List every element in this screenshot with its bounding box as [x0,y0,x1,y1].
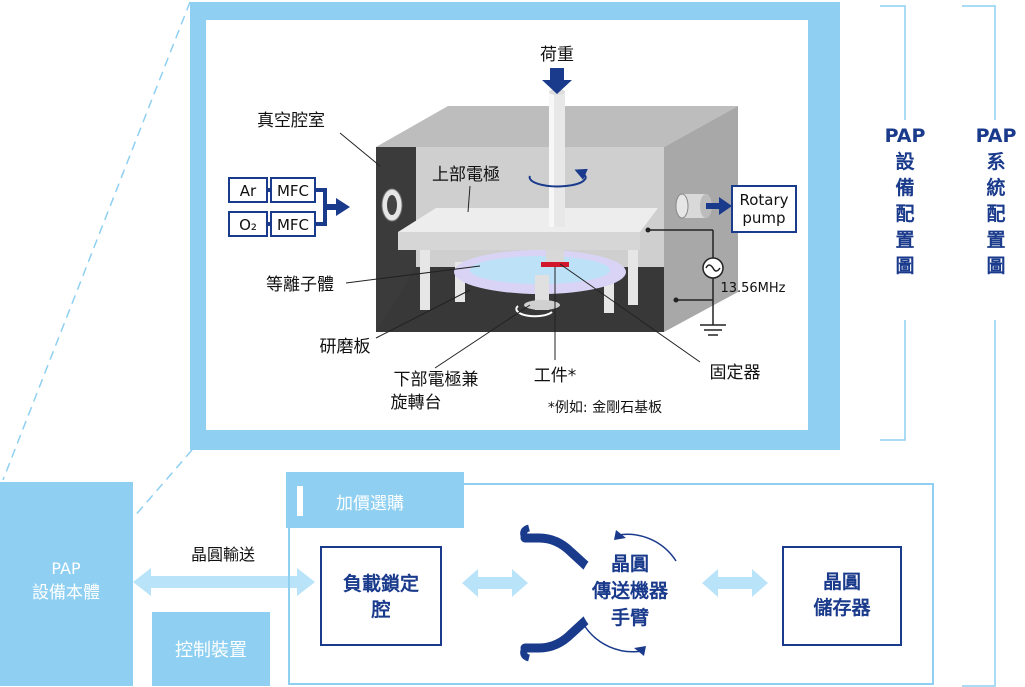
label-workpiece-note: *例如: 金剛石基板 [548,399,662,416]
label-holder: 固定器 [710,363,761,383]
label-pump-2: pump [742,209,785,227]
label-vacuum-chamber: 真空腔室 [257,111,325,131]
label-wafer-transfer: 晶圓輸送 [191,545,255,564]
equipment-bracket-label-bg [886,120,924,320]
label-option: 加價選購 [336,494,404,514]
main-unit-line2: 設備本體 [32,583,100,603]
arrow-robot-storage [702,569,768,597]
robot-line1: 晶圓 [611,553,649,575]
leader-lines [339,132,701,369]
vacuum-chamber-drawing [376,68,738,332]
robot-line3: 手臂 [611,606,649,629]
wafer-storage-box[interactable] [782,546,902,646]
arrow-loadlock-robot [462,569,528,597]
label-gas-ar: Ar [240,182,257,200]
label-gas-o2: O₂ [239,216,257,234]
gas-supply [228,177,350,237]
perspective-line-bottom [132,449,193,519]
label-workpiece: 工件* [534,366,577,386]
load-lock-box[interactable] [320,546,442,646]
label-load: 荷重 [540,45,574,65]
robot-line2: 傳送機器 [591,579,669,602]
label-control-device: 控制裝置 [175,640,247,661]
label-mfc-2: MFC [277,216,309,234]
option-frame [288,483,934,685]
rf-circuit [648,229,726,336]
main-unit-line1: PAP [51,559,81,578]
control-device-box [152,612,270,686]
electrode-contact-upper [645,227,651,233]
storage-line2: 儲存器 [813,596,871,619]
label-lower-electrode-1: 下部電極兼 [394,370,479,390]
label-frequency: 13.56MHz [720,281,785,296]
system-bracket-label-bg [978,120,1014,320]
option-header-accent [297,486,303,516]
system-layout-bracket [962,5,996,687]
robot-arm [520,524,682,662]
perspective-line-top [2,1,191,481]
load-lock-line1: 負載鎖定 [343,572,419,595]
label-plasma: 等離子體 [266,275,334,295]
label-mfc-1: MFC [277,182,309,200]
label-polishing-plate: 研磨板 [320,337,371,357]
wafer-transfer-arrow [133,568,315,596]
storage-line1: 晶圓 [823,571,861,593]
load-lock-line2: 腔 [370,598,390,621]
rotary-pump [706,185,797,233]
option-header [286,472,464,528]
label-pump-1: Rotary [739,191,788,209]
main-unit-box [0,482,133,686]
electrode-contact-lower [673,297,679,303]
label-lower-electrode-2: 旋轉台 [391,393,442,413]
label-upper-electrode: 上部電極 [432,165,500,185]
